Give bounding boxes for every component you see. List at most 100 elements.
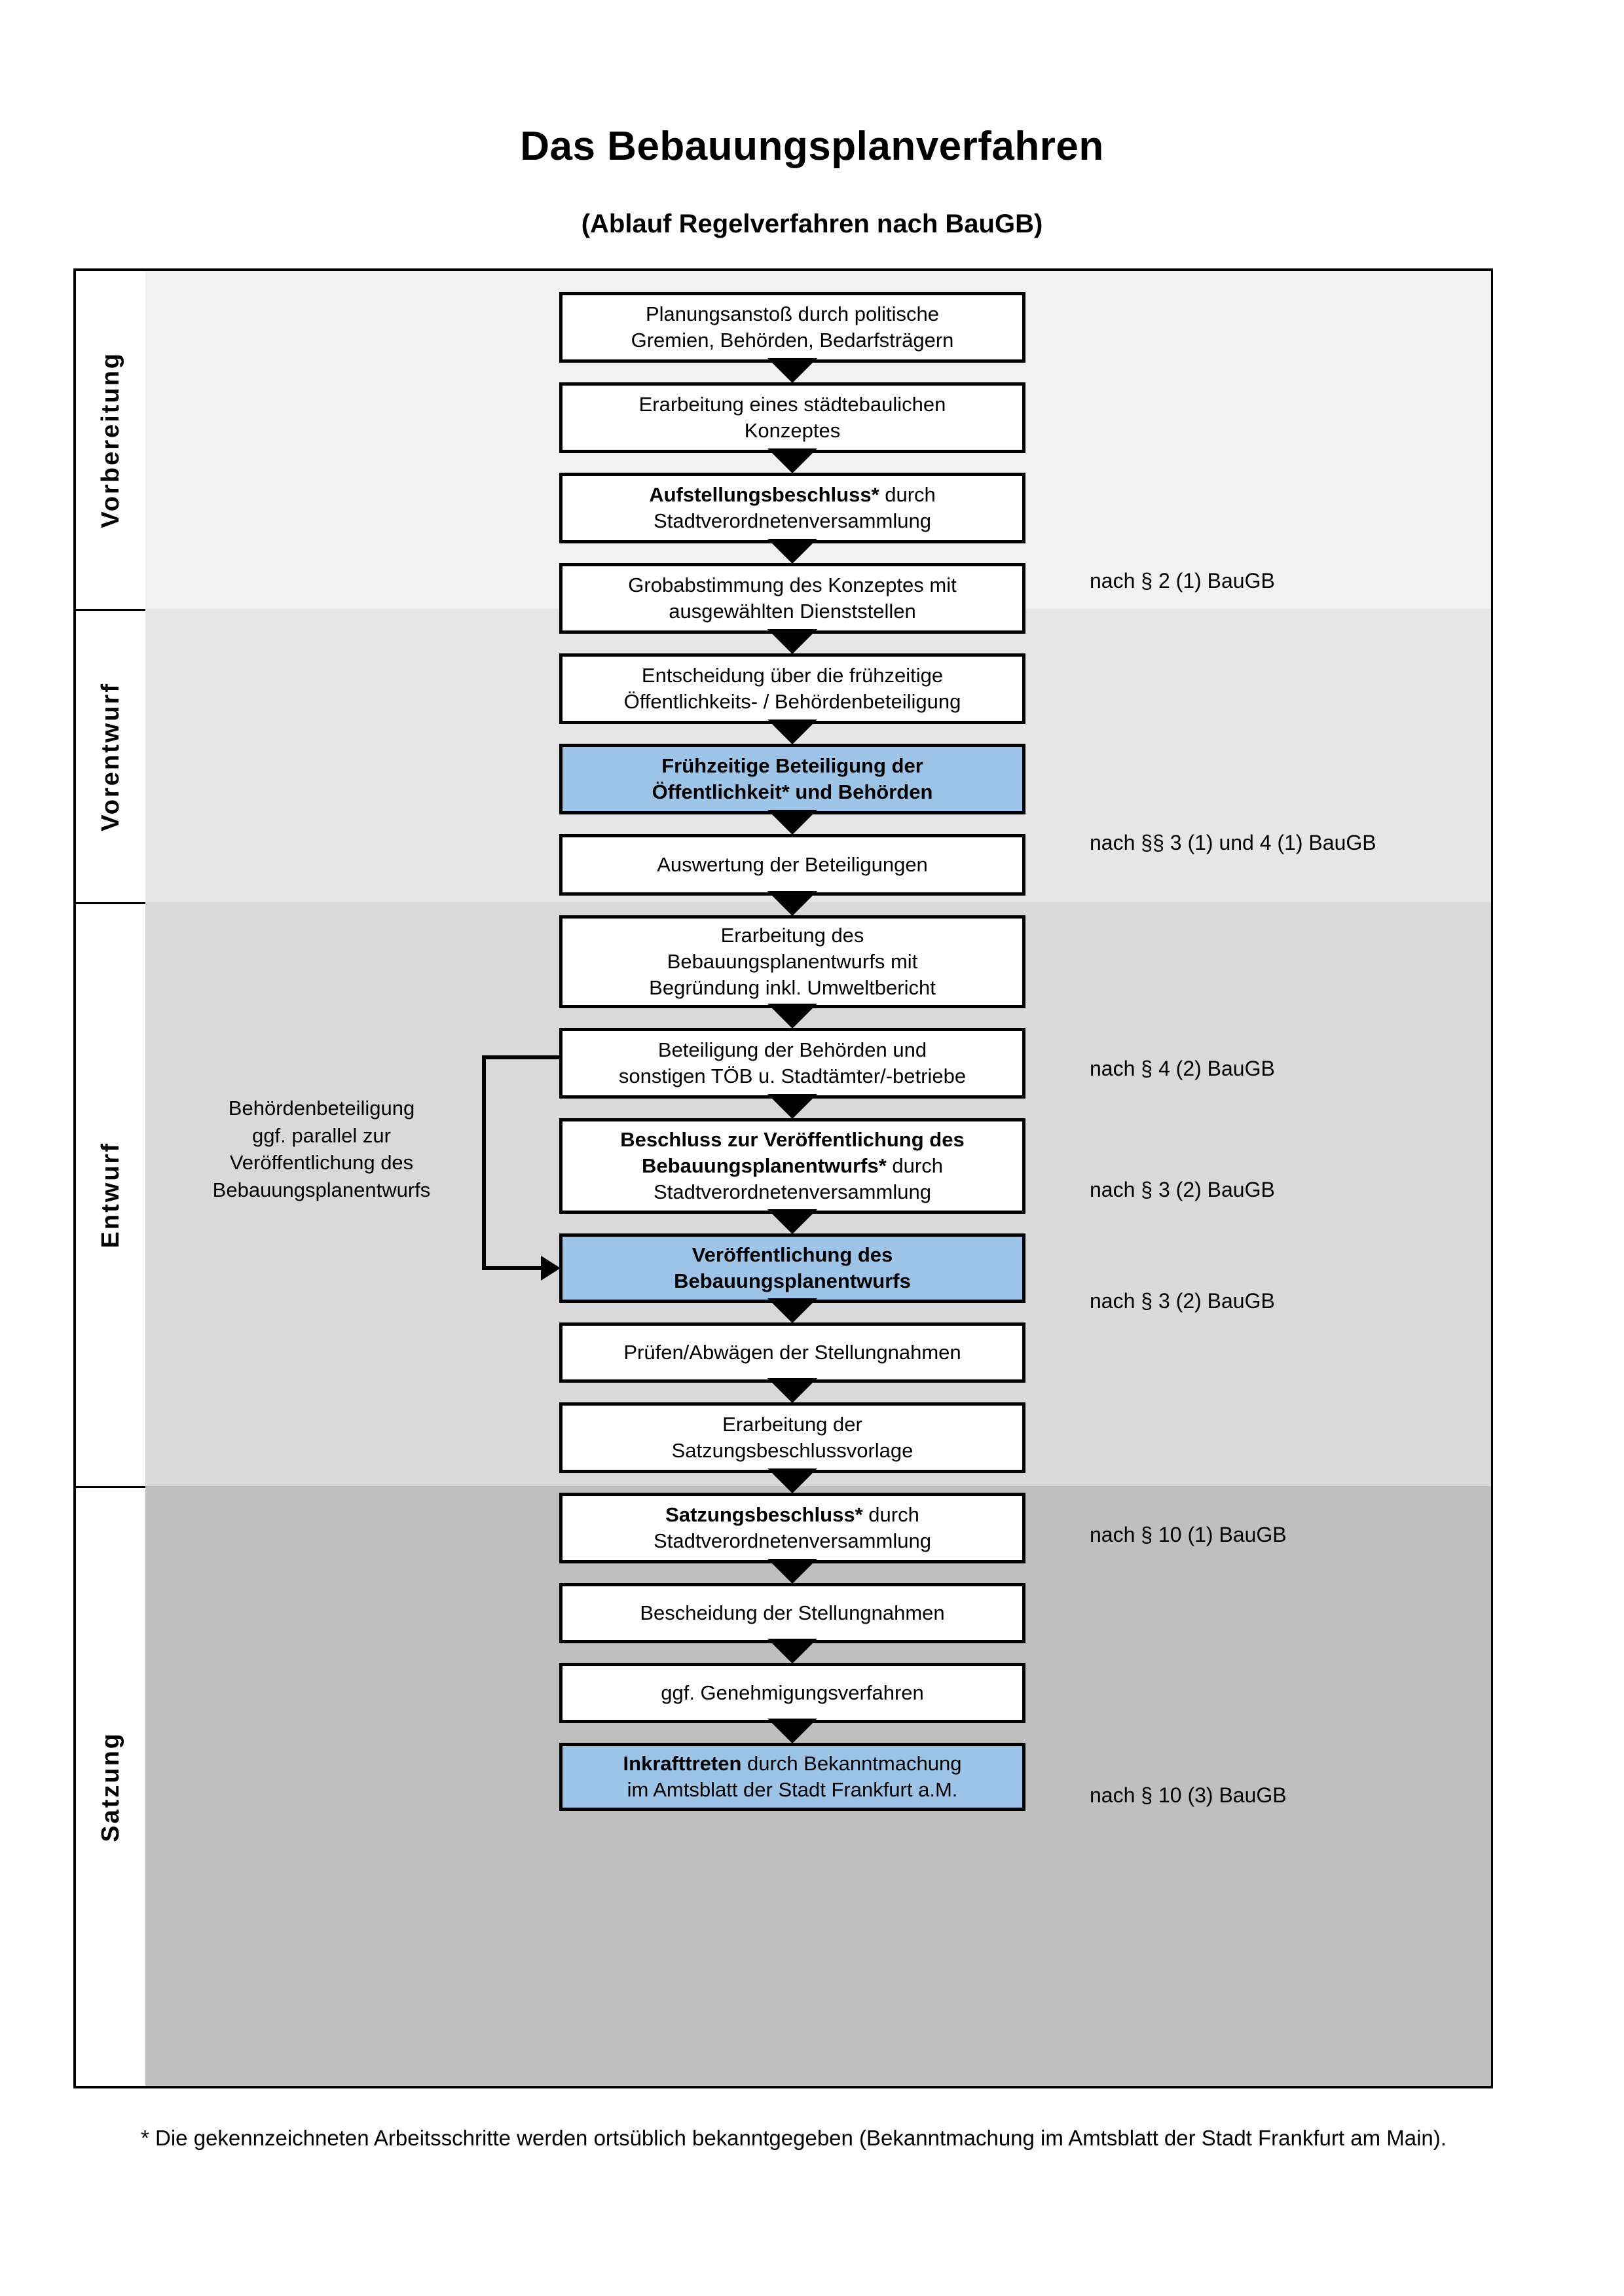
step-line: Bebauungsplanentwurfs mit (667, 949, 918, 973)
step-entscheidung-fruehzeitige[interactable]: Entscheidung über die frühzeitige Öffent… (559, 653, 1025, 724)
side-note-line: Bebauungsplanentwurfs (212, 1178, 431, 1201)
flow-arrow-down-icon (767, 1468, 817, 1493)
ref-satzungsbeschluss: nach § 10 (1) BauGB (1090, 1523, 1287, 1546)
step-grobabstimmung[interactable]: Grobabstimmung des Konzeptes mit ausgewä… (559, 563, 1025, 634)
step-line: Grobabstimmung des Konzeptes mit (628, 573, 957, 596)
step-line: Planungsanstoß durch politische (645, 302, 940, 325)
phase-cell-entwurf: Entwurf (76, 902, 145, 1486)
step-line: Frühzeitige Beteiligung der (661, 754, 923, 777)
step-aufstellungsbeschluss[interactable]: Aufstellungsbeschluss* durch Stadtverord… (559, 473, 1025, 543)
step-line: ausgewählten Dienststellen (669, 600, 916, 623)
step-line: Bescheidung der Stellungnahmen (640, 1601, 945, 1624)
connector-arrow-right-icon (541, 1256, 561, 1281)
step-line-bold: Inkrafttreten (623, 1751, 742, 1775)
flow-arrow-down-icon (767, 1378, 817, 1403)
step-line-suffix: durch (886, 1154, 943, 1177)
step-beteiligung-behoerden[interactable]: Beteiligung der Behörden und sonstigen T… (559, 1028, 1025, 1099)
step-satzungsbeschluss[interactable]: Satzungsbeschluss* durch Stadtverordnete… (559, 1493, 1025, 1563)
phase-label-column: Vorbereitung Vorentwurf Entwurf Satzung (76, 271, 145, 2086)
step-line: Stadtverordnetenversammlung (654, 1180, 931, 1204)
step-line: Entscheidung über die frühzeitige (641, 663, 944, 687)
flow-arrow-down-icon (767, 891, 817, 916)
process-diagram-frame: Vorbereitung Vorentwurf Entwurf Satzung … (73, 268, 1493, 2088)
flow-arrow-down-icon (767, 629, 817, 654)
phase-label-vorentwurf: Vorentwurf (96, 682, 124, 831)
step-line-bold: Satzungsbeschluss* (665, 1503, 863, 1526)
flow-arrow-down-icon (767, 720, 817, 744)
step-line-suffix: durch (879, 483, 936, 506)
step-line: Beschluss zur Veröffentlichung des (620, 1127, 965, 1151)
connector-horizontal-bottom (482, 1266, 542, 1270)
ref-beteiligung-behoerden: nach § 4 (2) BauGB (1090, 1057, 1275, 1080)
flow-arrow-down-icon (767, 1559, 817, 1584)
step-line: Begründung inkl. Umweltbericht (649, 976, 936, 1000)
step-inkrafttreten[interactable]: Inkrafttreten durch Bekanntmachung im Am… (559, 1743, 1025, 1811)
step-beschluss-veroeffentlichung[interactable]: Beschluss zur Veröffentlichung des Bebau… (559, 1118, 1025, 1214)
step-line: Satzungsbeschlussvorlage (671, 1439, 913, 1462)
phase-label-entwurf: Entwurf (96, 1142, 124, 1248)
step-line: Bebauungsplanentwurfs (674, 1269, 911, 1292)
connector-vertical (482, 1055, 486, 1270)
side-note-line: Veröffentlichung des (229, 1151, 414, 1175)
side-note-behoerdenbeteiligung: Behördenbeteiligung ggf. parallel zur Ve… (168, 1095, 475, 1203)
step-satzungsbeschlussvorlage[interactable]: Erarbeitung der Satzungsbeschlussvorlage (559, 1402, 1025, 1473)
step-line: Beteiligung der Behörden und (657, 1038, 927, 1061)
step-erarbeitung-entwurf[interactable]: Erarbeitung des Bebauungsplanentwurfs mi… (559, 915, 1025, 1008)
connector-horizontal-top (482, 1055, 562, 1059)
phase-cell-vorentwurf: Vorentwurf (76, 609, 145, 902)
step-line: Stadtverordnetenversammlung (654, 1529, 931, 1552)
step-line: Stadtverordnetenversammlung (654, 509, 931, 532)
step-line: Inkrafttreten durch Bekanntmachung (623, 1751, 962, 1777)
step-line: sonstigen TÖB u. Stadtämter/-betriebe (618, 1065, 967, 1087)
step-line: Öffentlichkeits- / Behördenbeteiligung (623, 690, 961, 713)
step-line: Gremien, Behörden, Bedarfsträgern (631, 329, 954, 352)
step-line: Satzungsbeschluss* durch (665, 1502, 919, 1528)
flow-arrow-down-icon (767, 1298, 817, 1323)
step-line: im Amtsblatt der Stadt Frankfurt a.M. (627, 1778, 958, 1801)
phase-cell-vorbereitung: Vorbereitung (76, 271, 145, 609)
footnote: * Die gekennzeichneten Arbeitsschritte w… (141, 2126, 1447, 2150)
flow-arrow-down-icon (767, 1209, 817, 1234)
step-line: Konzeptes (744, 419, 841, 442)
flow-arrow-down-icon (767, 1719, 817, 1743)
flow-arrow-down-icon (767, 1004, 817, 1029)
step-line: Veröffentlichung des (692, 1243, 893, 1266)
ref-aufstellungsbeschluss: nach § 2 (1) BauGB (1090, 569, 1275, 592)
flow-arrow-down-icon (767, 539, 817, 564)
ref-beschluss-veroeffentlichung: nach § 3 (2) BauGB (1090, 1178, 1275, 1201)
step-line: Prüfen/Abwägen der Stellungnahmen (623, 1340, 961, 1364)
step-line: ggf. Genehmigungsverfahren (661, 1681, 924, 1704)
flow-arrow-down-icon (767, 810, 817, 835)
flow-arrow-down-icon (767, 1639, 817, 1664)
step-line: Erarbeitung der (722, 1412, 862, 1436)
page-title: Das Bebauungsplanverfahren (520, 124, 1104, 169)
step-genehmigungsverfahren[interactable]: ggf. Genehmigungsverfahren (559, 1663, 1025, 1723)
step-planungsanstoss[interactable]: Planungsanstoß durch politische Gremien,… (559, 292, 1025, 363)
flow-arrow-down-icon (767, 448, 817, 473)
ref-veroeffentlichung: nach § 3 (2) BauGB (1090, 1289, 1275, 1313)
step-line: Öffentlichkeit* und Behörden (652, 780, 933, 803)
step-line-bold: Aufstellungsbeschluss* (649, 483, 879, 506)
step-veroeffentlichung[interactable]: Veröffentlichung des Bebauungsplanentwur… (559, 1233, 1025, 1303)
page-subtitle: (Ablauf Regelverfahren nach BauGB) (581, 210, 1043, 238)
step-line-suffix: durch (862, 1503, 919, 1526)
step-line: Erarbeitung des (720, 923, 864, 947)
step-fruehzeitige-beteiligung[interactable]: Frühzeitige Beteiligung der Öffentlichke… (559, 744, 1025, 814)
phase-label-satzung: Satzung (96, 1732, 124, 1842)
step-line: Aufstellungsbeschluss* durch (649, 482, 936, 508)
side-note-line: Behördenbeteiligung (228, 1097, 415, 1120)
step-bescheidung[interactable]: Bescheidung der Stellungnahmen (559, 1583, 1025, 1643)
phase-label-vorbereitung: Vorbereitung (96, 352, 124, 528)
step-pruefen-abwaegen[interactable]: Prüfen/Abwägen der Stellungnahmen (559, 1322, 1025, 1383)
flow-arrow-down-icon (767, 358, 817, 383)
step-line: Bebauungsplanentwurfs* durch (642, 1153, 943, 1179)
step-staedtebauliches-konzept[interactable]: Erarbeitung eines städtebaulichen Konzep… (559, 382, 1025, 453)
flow-arrow-down-icon (767, 1094, 817, 1119)
step-line: Erarbeitung eines städtebaulichen (638, 392, 946, 416)
side-note-line: ggf. parallel zur (252, 1123, 391, 1147)
step-line-suffix: durch Bekanntmachung (741, 1751, 962, 1775)
step-line: Auswertung der Beteiligungen (657, 852, 928, 876)
phase-cell-satzung: Satzung (76, 1486, 145, 2086)
ref-inkrafttreten: nach § 10 (3) BauGB (1090, 1783, 1287, 1807)
step-auswertung[interactable]: Auswertung der Beteiligungen (559, 834, 1025, 896)
